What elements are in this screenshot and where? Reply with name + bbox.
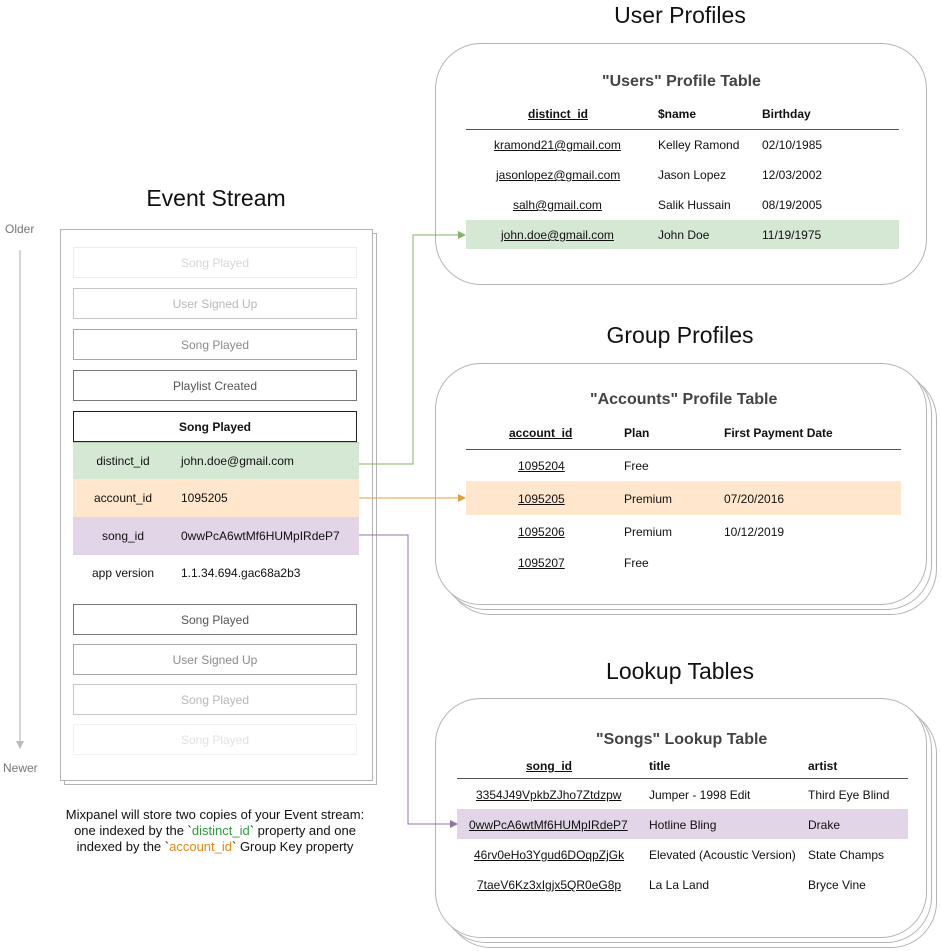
header-rule — [457, 778, 908, 779]
user-profiles-heading: User Profiles — [614, 2, 746, 28]
caption-text: ` Group Key property — [232, 839, 354, 854]
distinct-id-arrowhead-icon — [458, 231, 466, 239]
property-key: song_id — [101, 529, 145, 543]
song-title-cell: La La Land — [649, 878, 710, 892]
property-song-id: song_id 0wwPcA6wtMf6HUMpIRdeP7 — [73, 517, 359, 555]
account-id-cell: 1095205 — [518, 492, 565, 506]
user-birthday-cell: 11/19/1975 — [762, 228, 822, 242]
song-title-cell: Hotline Bling — [649, 818, 717, 832]
column-header: account_id — [509, 426, 573, 440]
event-song-played: Song Played — [73, 604, 357, 635]
user-birthday-cell: 12/03/2002 — [762, 168, 823, 182]
user-name-cell: Jason Lopez — [658, 168, 727, 182]
song-title-cell: Jumper - 1998 Edit — [649, 788, 751, 802]
column-header: $name — [658, 107, 697, 121]
account-id-arrowhead-icon — [458, 494, 466, 502]
song-id-cell: 46rv0eHo3Ygud6DOqpZjGk — [474, 848, 625, 862]
property-key: account_id — [93, 491, 153, 505]
user-email-cell: john.doe@gmail.com — [501, 228, 614, 242]
column-header: artist — [808, 759, 838, 773]
song-artist-cell: Drake — [808, 818, 841, 832]
song-id-cell: 3354J49VpkbZJho7Ztdzpw — [476, 788, 622, 802]
users-table-title: "Users" Profile Table — [602, 73, 761, 90]
property-value: 1.1.34.694.gac68a2b3 — [181, 566, 301, 580]
caption-text: one indexed by the ` — [74, 823, 192, 838]
property-key: distinct_id — [96, 454, 150, 468]
account-id-cell: 1095207 — [518, 556, 565, 570]
account-row-highlight — [466, 481, 901, 515]
account-date-cell: 10/12/2019 — [724, 525, 785, 539]
caption-line: Mixpanel will store two copies of your E… — [65, 807, 365, 822]
older-label: Older — [5, 222, 35, 236]
song-artist-cell: Third Eye Blind — [808, 788, 890, 802]
timeline-arrowhead-icon — [16, 741, 24, 749]
event-song-played: Song Played — [73, 329, 357, 360]
song-artist-cell: Bryce Vine — [808, 878, 866, 892]
account-id-cell: 1095206 — [518, 525, 565, 539]
account-plan-cell: Free — [624, 459, 649, 473]
user-email-cell: salh@gmail.com — [513, 198, 602, 212]
distinct-id-connector — [359, 234, 458, 465]
property-value: 1095205 — [181, 491, 228, 505]
song-id-connector — [359, 534, 450, 825]
property-key: app version — [91, 566, 155, 580]
event-song-played: Song Played — [73, 684, 357, 715]
event-song-played: Song Played — [73, 724, 357, 755]
caption-distinct-id: distinct_id — [191, 823, 250, 838]
caption-text: indexed by the ` — [76, 839, 170, 854]
song-id-cell: 0wwPcA6wtMf6HUMpIRdeP7 — [469, 818, 628, 832]
song-artist-cell: State Champs — [808, 848, 885, 862]
property-app-version: app version 1.1.34.694.gac68a2b3 — [73, 555, 359, 592]
event-playlist-created: Playlist Created — [73, 370, 357, 401]
expanded-event-title: Song Played — [73, 411, 357, 442]
user-row-highlight — [466, 220, 899, 249]
account-date-cell: 07/20/2016 — [724, 492, 785, 506]
storage-caption: Mixpanel will store two copies of your E… — [30, 807, 400, 855]
user-email-cell: jasonlopez@gmail.com — [496, 168, 621, 182]
event-user-signed-up: User Signed Up — [73, 644, 357, 675]
group-profiles-heading: Group Profiles — [606, 322, 754, 348]
account-plan-cell: Premium — [624, 492, 673, 506]
caption-account-id: account_id — [169, 839, 232, 854]
header-rule — [466, 129, 899, 130]
column-header: Birthday — [762, 107, 811, 121]
property-account-id: account_id 1095205 — [73, 479, 359, 517]
event-song-played: Song Played — [73, 247, 357, 278]
caption-line: one indexed by the `distinct_id` propert… — [30, 823, 400, 839]
account-plan-cell: Free — [624, 556, 649, 570]
event-user-signed-up: User Signed Up — [73, 288, 357, 319]
lookup-tables-heading: Lookup Tables — [606, 658, 754, 684]
newer-label: Newer — [3, 761, 38, 775]
song-id-cell: 7taeV6Kz3xIgjx5QR0eG8p — [477, 878, 622, 892]
account-id-cell: 1095204 — [518, 459, 565, 473]
account-plan-cell: Premium — [624, 525, 673, 539]
user-birthday-cell: 08/19/2005 — [762, 198, 823, 212]
caption-line: indexed by the `account_id` Group Key pr… — [30, 839, 400, 855]
songs-table-title: "Songs" Lookup Table — [596, 731, 768, 748]
column-header: song_id — [526, 759, 573, 773]
accounts-table-title: "Accounts" Profile Table — [590, 391, 778, 408]
user-email-cell: kramond21@gmail.com — [494, 138, 621, 152]
caption-text: ` property and one — [249, 823, 356, 838]
property-distinct-id: distinct_id john.doe@gmail.com — [73, 442, 359, 479]
column-header: First Payment Date — [724, 426, 833, 440]
user-name-cell: Salik Hussain — [658, 198, 731, 212]
header-rule — [466, 449, 901, 450]
song-title-cell: Elevated (Acoustic Version) — [649, 848, 796, 862]
song-row-highlight — [457, 809, 908, 839]
property-value: john.doe@gmail.com — [181, 454, 294, 468]
song-id-arrowhead-icon — [450, 820, 458, 828]
column-header: title — [649, 759, 671, 773]
property-value: 0wwPcA6wtMf6HUMpIRdeP7 — [181, 529, 340, 543]
column-header: Plan — [624, 426, 650, 440]
column-header: distinct_id — [528, 107, 589, 121]
event-stream-heading: Event Stream — [146, 185, 286, 211]
user-name-cell: John Doe — [658, 228, 710, 242]
user-birthday-cell: 02/10/1985 — [762, 138, 823, 152]
user-name-cell: Kelley Ramond — [658, 138, 740, 152]
